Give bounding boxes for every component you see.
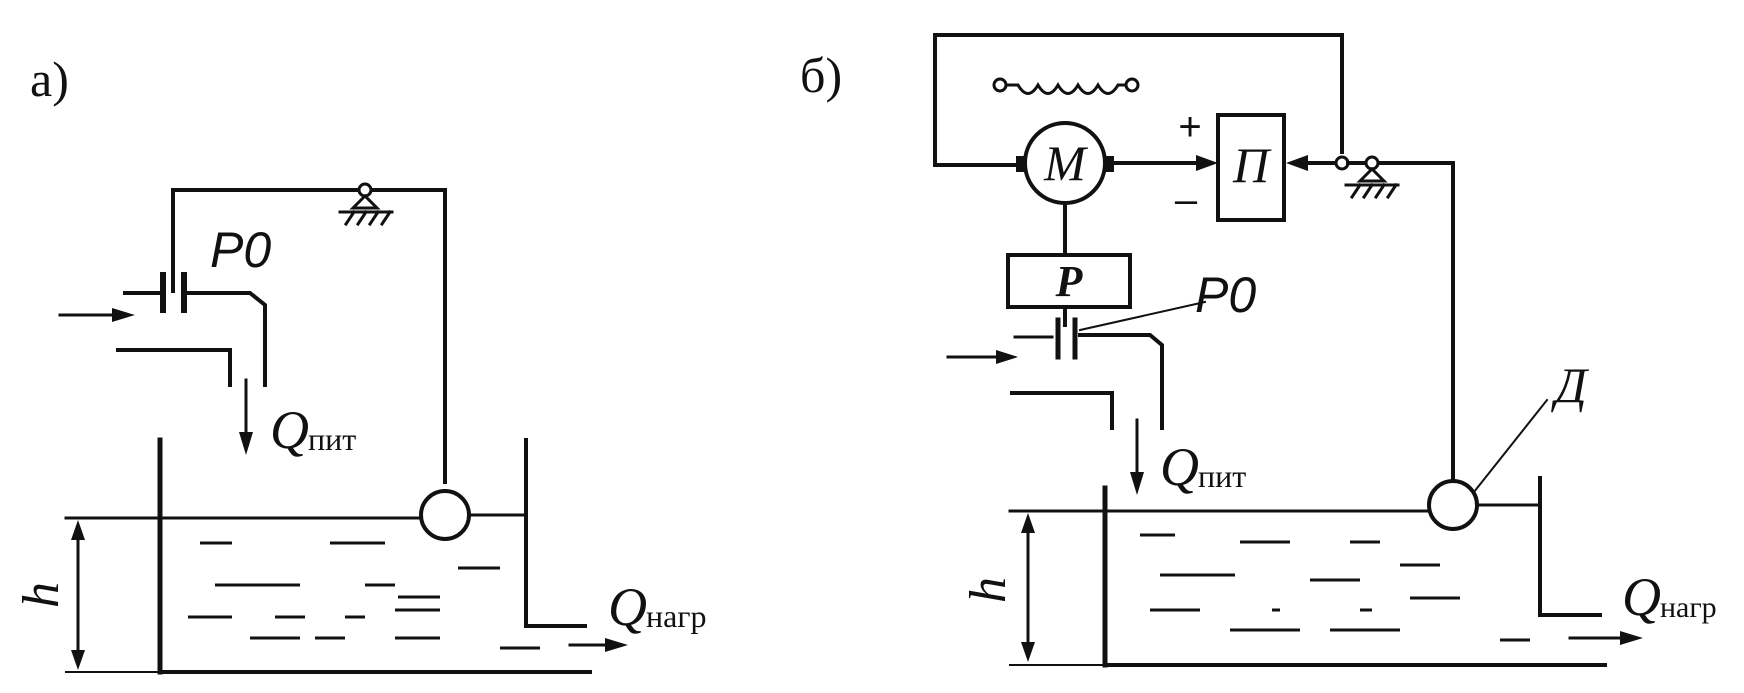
supply-flow-subscript-a: пит [308,421,356,457]
amplifier-label: П [1232,137,1272,193]
lever-pivot-b [1344,155,1400,200]
lever-pivot-a [338,182,394,227]
outflow-arrow-b [1568,631,1643,645]
supply-flow-label-a: Q пит [270,400,356,460]
float-a [419,489,528,541]
float-lever-b [1346,161,1455,482]
plus-sign: + [1178,105,1201,149]
pivot-amplifier-link [1286,155,1350,171]
outflow-arrow-a [568,638,628,652]
level-label-b: h [960,577,1017,603]
float-b [1427,398,1549,531]
level-dimension-a [71,520,85,670]
sensor-label: Д [1551,357,1590,413]
load-flow-symbol-b: Q [1622,567,1661,627]
motor-b [1016,121,1114,257]
load-flow-subscript-a: нагр [646,598,706,634]
diagram-b: б) М + – П [800,33,1717,668]
tank-a [64,437,592,675]
regulating-valve-a [116,272,267,387]
supply-flow-symbol-a: Q [270,400,309,460]
panel-label-a: а) [30,51,69,107]
supply-flow-symbol-b: Q [1160,437,1199,497]
load-flow-subscript-b: нагр [1660,591,1717,624]
valve-label-a: Р0 [210,222,271,278]
liquid-surface-marks-b [1140,533,1530,642]
level-label-a: h [13,582,70,608]
load-flow-symbol-a: Q [608,577,647,637]
load-flow-label-a: Q нагр [608,577,706,637]
level-dimension-b [1021,513,1035,662]
supply-flow-label-b: Q пит [1160,437,1246,497]
reducer-b [1006,253,1132,327]
amplifier-b [1216,113,1286,222]
float-lever-a [171,188,447,484]
valve-label-b: Р0 [1195,267,1256,323]
tank-b [1008,476,1607,668]
minus-sign: – [1175,178,1198,222]
diagram-a: а) Р0 Q пит [13,51,706,675]
supply-flow-arrow-a [239,378,253,455]
panel-label-b: б) [800,47,842,103]
supply-flow-subscript-b: пит [1198,458,1246,494]
load-flow-label-b: Q нагр [1622,567,1717,627]
feedback-loop-b [933,33,1344,167]
liquid-surface-marks-a [188,541,540,650]
excitation-winding-icon [992,77,1140,95]
reducer-label: Р [1055,257,1084,306]
motor-amplifier-link [1112,155,1218,171]
inflow-arrow-a [58,308,135,322]
supply-flow-arrow-b [1130,418,1144,495]
motor-label: М [1043,135,1088,191]
inflow-arrow-b [946,350,1018,364]
regulating-valve-b [1010,300,1207,430]
